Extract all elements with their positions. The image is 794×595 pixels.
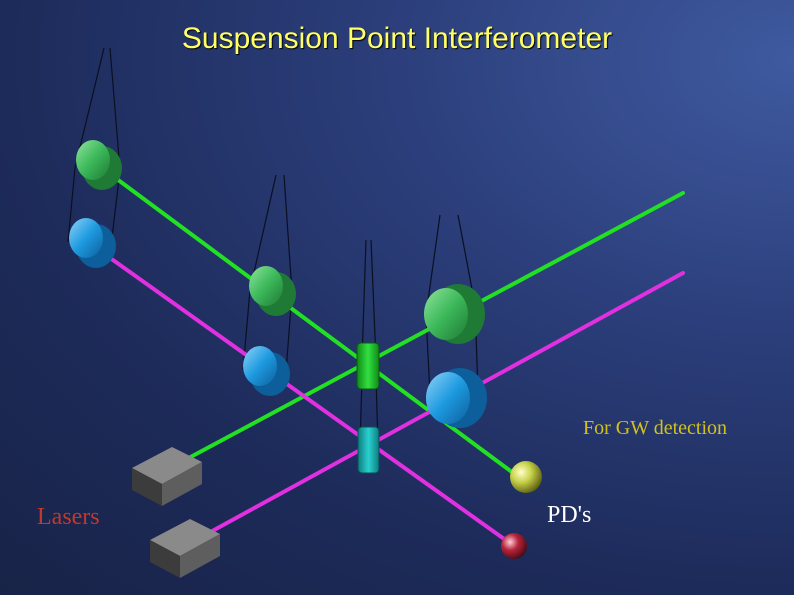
photodiodes-label: PD's <box>547 502 592 528</box>
photodiode-icon <box>510 461 542 493</box>
mirror-icon <box>424 284 485 344</box>
suspension-wire-icon <box>109 47 121 171</box>
mirror-icon <box>76 140 122 190</box>
lasers-label: Lasers <box>37 504 100 530</box>
suspension-wire-icon <box>242 289 251 371</box>
mirror-icon <box>249 266 296 316</box>
mirror-icon <box>243 346 290 396</box>
magenta-beam-main <box>90 243 516 548</box>
gw-detection-label: For GW detection <box>583 417 728 439</box>
laser-box-icon <box>132 447 202 506</box>
suspension-wire-icon <box>425 214 441 316</box>
laser-box-icon <box>150 519 220 578</box>
suspension-wire-icon <box>361 239 367 361</box>
suspension-wire-icon <box>249 174 277 291</box>
suspension-wire-icon <box>370 239 377 361</box>
mirror-icon <box>69 218 116 268</box>
beam-splitter-icon <box>356 342 380 390</box>
green-beam-main <box>100 166 522 480</box>
beam-splitter-icon <box>357 426 380 474</box>
slide-title: Suspension Point Interferometer <box>181 22 613 55</box>
suspension-wire-icon <box>67 167 76 243</box>
photodiode-icon <box>501 533 527 559</box>
mirror-icon <box>426 368 487 428</box>
suspension-wire-icon <box>283 174 293 294</box>
